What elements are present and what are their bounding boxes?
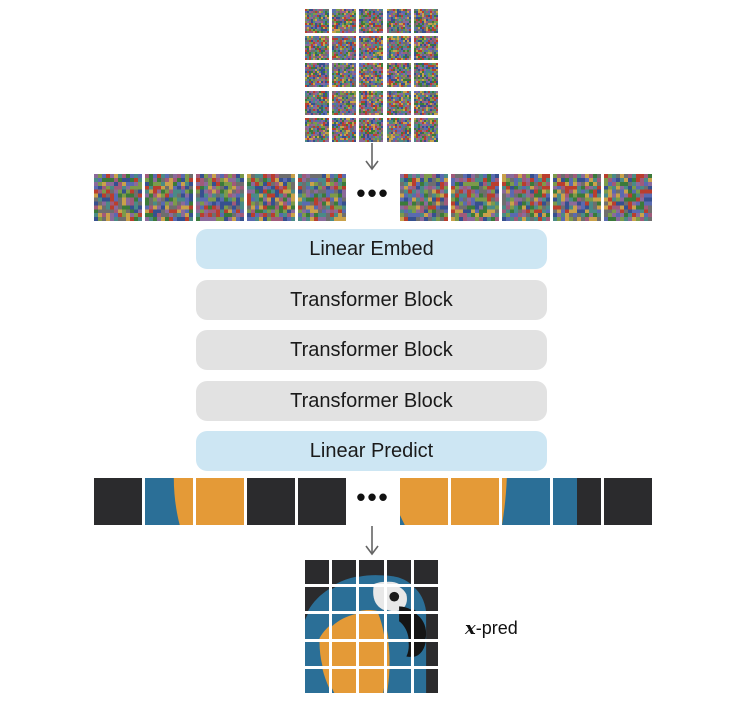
noise-patch — [332, 117, 357, 143]
image-patch — [413, 560, 438, 585]
image-patch — [413, 641, 438, 666]
noise-patch — [332, 90, 357, 115]
noise-patch — [305, 36, 330, 61]
noise-token — [553, 174, 601, 221]
noise-patch — [413, 36, 438, 61]
noise-patch — [305, 90, 330, 115]
noise-patch — [386, 117, 411, 143]
sequence-ellipsis: ••• — [349, 478, 397, 525]
transformer-block-1: Transformer Block — [196, 280, 547, 320]
noise-token — [94, 174, 142, 221]
predicted-token — [400, 478, 448, 525]
noise-patch — [359, 36, 384, 61]
image-patch — [359, 614, 384, 639]
output-token-sequence: ••• — [94, 478, 652, 525]
noise-patch — [386, 9, 411, 34]
x-pred-label: x-pred — [465, 618, 518, 639]
down-arrow-icon — [365, 143, 379, 171]
image-patch — [386, 668, 411, 694]
predicted-token — [196, 478, 244, 525]
predicted-token — [145, 478, 193, 525]
ellipsis-text: ••• — [356, 481, 390, 512]
predicted-token — [298, 478, 346, 525]
input-token-sequence: ••• — [94, 174, 652, 221]
predicted-token — [94, 478, 142, 525]
noise-patch — [305, 9, 330, 34]
image-patch — [332, 641, 357, 666]
image-patch — [413, 587, 438, 612]
image-patch — [332, 614, 357, 639]
noise-token — [145, 174, 193, 221]
image-patch — [332, 587, 357, 612]
image-patch — [359, 668, 384, 694]
noise-patch — [386, 63, 411, 88]
noise-patch — [359, 9, 384, 34]
image-patch — [386, 587, 411, 612]
image-patch — [359, 641, 384, 666]
linear-predict-layer: Linear Predict — [196, 431, 547, 471]
image-patch — [305, 560, 330, 585]
transformer-block-3: Transformer Block — [196, 381, 547, 421]
predicted-token — [604, 478, 652, 525]
sequence-ellipsis: ••• — [349, 174, 397, 221]
transformer-block-2: Transformer Block — [196, 330, 547, 370]
image-patch — [386, 614, 411, 639]
noise-token — [451, 174, 499, 221]
image-patch — [413, 614, 438, 639]
noise-patch — [413, 9, 438, 34]
noise-patch — [413, 90, 438, 115]
linear-embed-layer: Linear Embed — [196, 229, 547, 269]
image-patch — [305, 587, 330, 612]
input-noise-image — [305, 9, 438, 143]
predicted-image — [305, 560, 438, 694]
noise-patch — [305, 117, 330, 143]
image-patch — [386, 560, 411, 585]
ellipsis-text: ••• — [356, 177, 390, 208]
image-patch — [305, 614, 330, 639]
image-patch — [359, 560, 384, 585]
image-patch — [332, 668, 357, 694]
noise-patch — [332, 9, 357, 34]
noise-token — [502, 174, 550, 221]
noise-token — [247, 174, 295, 221]
noise-patch — [386, 90, 411, 115]
image-patch — [305, 668, 330, 694]
predicted-token — [247, 478, 295, 525]
noise-patch — [305, 63, 330, 88]
down-arrow-icon — [365, 526, 379, 556]
noise-token — [298, 174, 346, 221]
predicted-token — [502, 478, 550, 525]
noise-patch — [359, 63, 384, 88]
image-patch — [305, 641, 330, 666]
image-patch — [332, 560, 357, 585]
noise-token — [400, 174, 448, 221]
noise-patch — [332, 63, 357, 88]
noise-patch — [413, 63, 438, 88]
noise-token — [196, 174, 244, 221]
image-patch — [386, 641, 411, 666]
noise-patch — [386, 36, 411, 61]
image-patch — [413, 668, 438, 694]
image-patch — [359, 587, 384, 612]
noise-patch — [413, 117, 438, 143]
predicted-token — [451, 478, 499, 525]
noise-patch — [332, 36, 357, 61]
noise-patch — [359, 90, 384, 115]
noise-patch — [359, 117, 384, 143]
noise-token — [604, 174, 652, 221]
predicted-token — [553, 478, 601, 525]
